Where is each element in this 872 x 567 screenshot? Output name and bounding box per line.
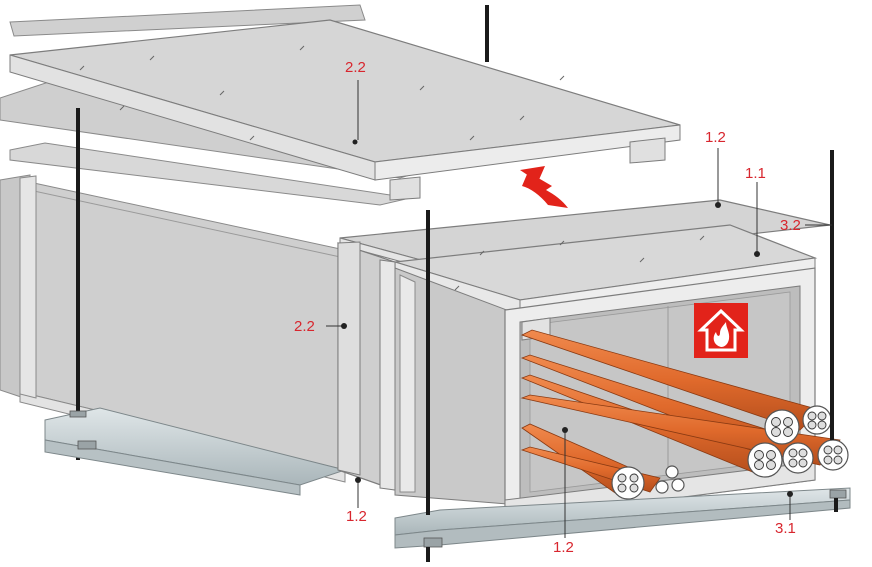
leader-dots <box>341 202 793 497</box>
label-rail: 3.1 <box>775 520 796 537</box>
leader-lines <box>326 80 832 538</box>
label-side-board: 2.2 <box>294 318 315 335</box>
rear-support-rail <box>44 407 347 496</box>
label-hanger-rod: 3.2 <box>780 217 801 234</box>
label-top-board: 2.2 <box>345 59 366 76</box>
label-inner-bottom: 1.2 <box>553 539 574 556</box>
fire-house-sign-icon <box>694 303 748 358</box>
label-bottom-left: 1.2 <box>346 508 367 525</box>
front-support-rail <box>394 487 851 562</box>
label-top-edge: 1.2 <box>705 129 726 146</box>
curved-red-arrow-icon <box>520 166 568 208</box>
label-front-board: 1.1 <box>745 165 766 182</box>
lifted-top-board <box>9 4 681 201</box>
cable-bundle <box>520 329 849 500</box>
